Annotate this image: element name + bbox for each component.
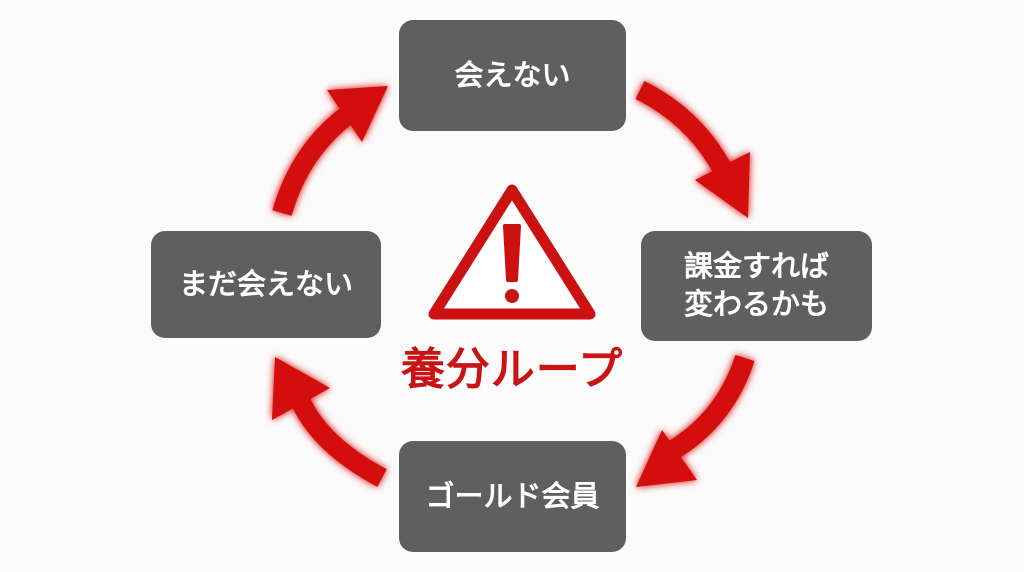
node-still-cannot-meet: まだ会えない (151, 231, 381, 338)
node-label-line-1: 課金すれば (683, 249, 829, 284)
node-label: ゴールド会員 (425, 478, 600, 513)
arrow-left-to-top-icon (272, 86, 388, 216)
node-label: まだ会えない (178, 266, 353, 301)
node-label: 会えない (454, 57, 571, 92)
node-cannot-meet: 会えない (399, 20, 626, 131)
node-pay-might-change: 課金すれば 変わるかも (641, 231, 872, 341)
warning-triangle-icon (428, 184, 596, 320)
arrow-top-to-right-icon (635, 81, 750, 218)
node-gold-member: ゴールド会員 (399, 441, 626, 552)
arrow-right-to-bottom-icon (636, 354, 755, 487)
arrow-bottom-to-left-icon (272, 357, 387, 487)
node-label-line-2: 変わるかも (683, 287, 829, 321)
diagram-title: 養分ループ (400, 344, 624, 395)
